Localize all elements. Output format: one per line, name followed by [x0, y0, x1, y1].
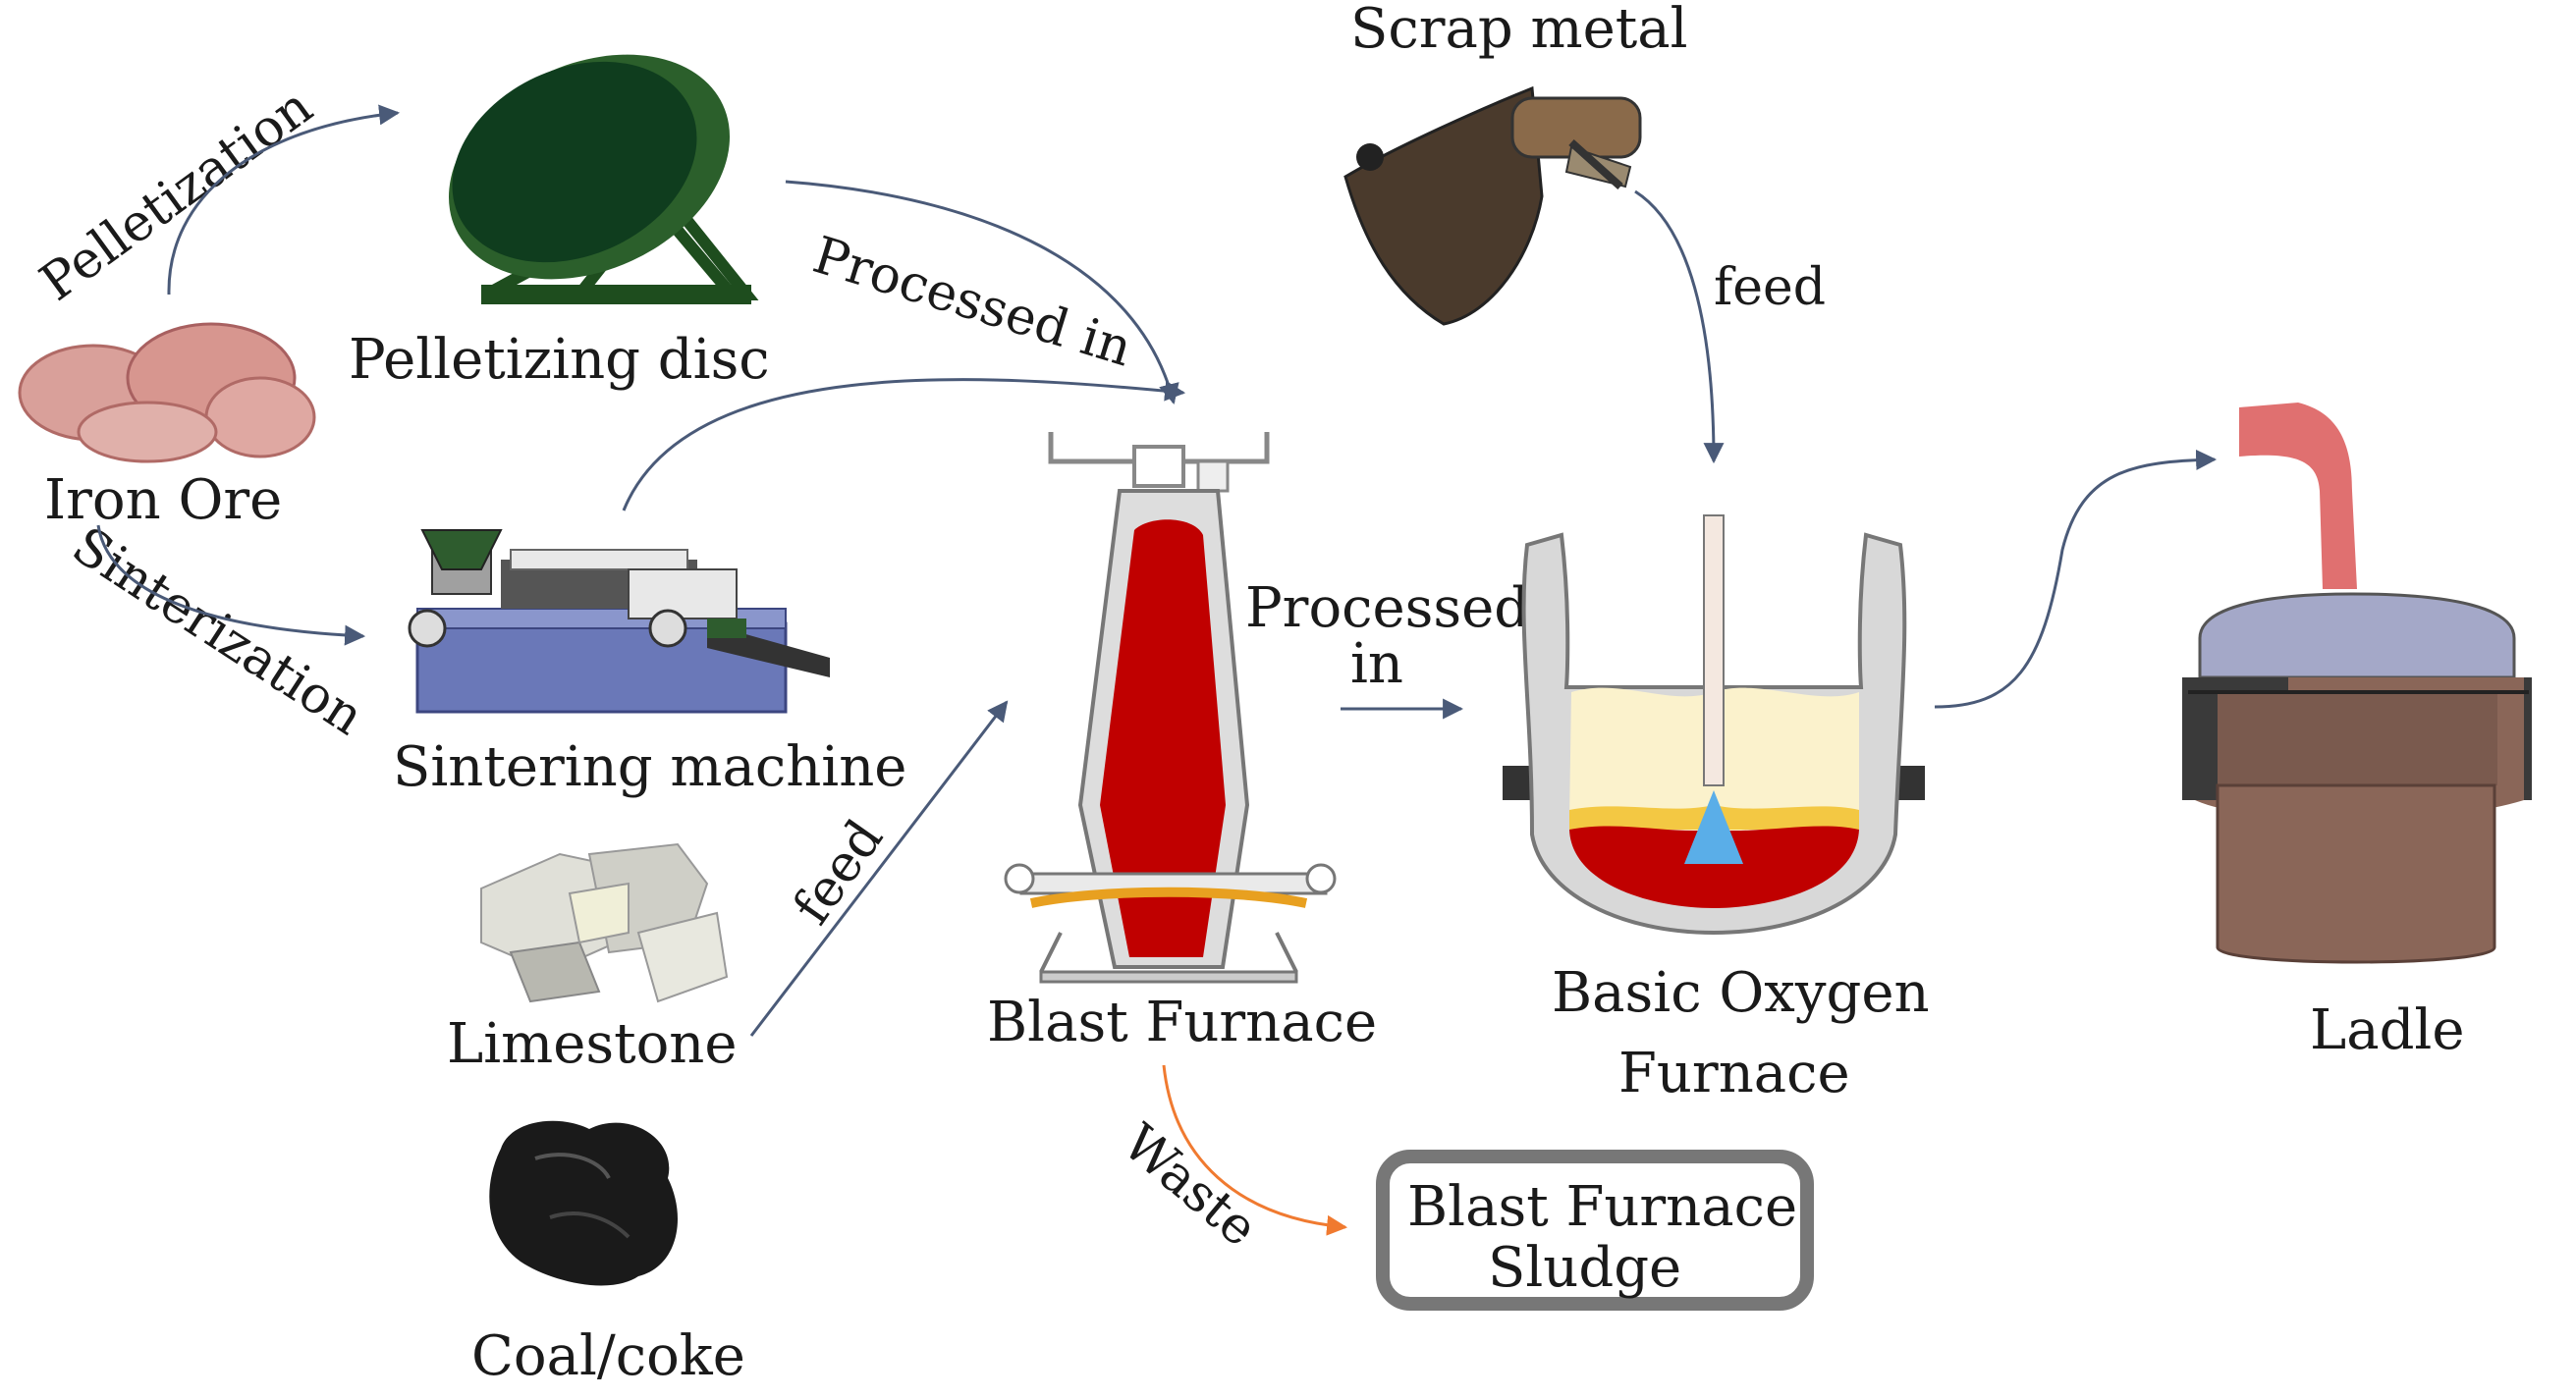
bof-label-1: Basic Oxygen	[1552, 961, 1930, 1025]
feed-scrap-label: feed	[1714, 258, 1826, 317]
sludge-box	[1376, 1150, 1814, 1311]
ladle-icon	[2182, 403, 2532, 964]
ladle-label: Ladle	[2310, 998, 2464, 1062]
processed-in-top-label: Processed in	[806, 226, 1138, 378]
waste-arrow	[1162, 1064, 1348, 1236]
limestone-icon	[480, 842, 729, 1003]
basic-oxygen-furnace-icon	[1503, 514, 1925, 936]
bof-label-2: Furnace	[1618, 1042, 1850, 1105]
blast-furnace-label: Blast Furnace	[987, 991, 1377, 1054]
limestone-label: Limestone	[447, 1012, 738, 1076]
disc-to-furnace-arrow	[785, 180, 1179, 405]
pelletization-arrow	[167, 104, 401, 296]
sintering-machine-icon	[408, 529, 830, 714]
processed-in-mid-label-2: in	[1350, 632, 1403, 696]
pelletization-label: Pelletization	[29, 78, 323, 313]
sinter-to-furnace-arrow	[622, 378, 1186, 511]
pelletizing-disc-label: Pelletizing disc	[349, 328, 770, 392]
pelletizing-disc-icon	[448, 54, 759, 304]
coal-coke-icon	[489, 1120, 678, 1286]
sludge-label-2: Sludge	[1488, 1236, 1681, 1300]
coal-coke-label: Coal/coke	[471, 1324, 745, 1388]
sludge-label-1: Blast Furnace	[1407, 1175, 1797, 1239]
scrap-feed-arrow	[1634, 189, 1725, 464]
blast-furnace-icon	[1004, 432, 1337, 984]
iron-ore-label: Iron Ore	[44, 468, 282, 532]
sinterization-arrow	[96, 524, 366, 646]
processed-in-mid-label-1: Processed	[1245, 576, 1529, 640]
iron-ore-icon	[18, 322, 316, 463]
scrap-metal-label: Scrap metal	[1350, 0, 1688, 61]
limestone-feed-arrow	[749, 700, 1009, 1037]
scrap-metal-icon	[1343, 85, 1642, 326]
waste-label: Waste	[1112, 1113, 1269, 1259]
sintering-machine-label: Sintering machine	[393, 735, 906, 799]
bof-to-ladle-arrow	[1934, 449, 2218, 709]
